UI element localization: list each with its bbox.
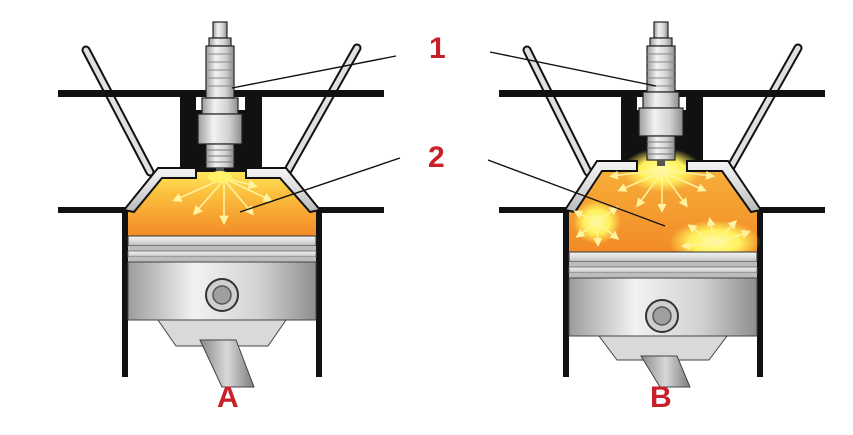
piston-icon: [568, 251, 758, 361]
flame-front-arrows: [573, 169, 751, 251]
spark-plug-icon: [197, 21, 243, 183]
cylinder-wall-left: [563, 207, 569, 377]
valve-icon: [81, 43, 362, 177]
panel-label-a: A: [217, 381, 239, 414]
connecting-rod: [640, 355, 691, 388]
cylinder-wall-left: [122, 207, 128, 377]
callout-label-1: 1: [429, 32, 446, 65]
cylinder-wall-right: [316, 207, 322, 377]
engine-a: [58, 21, 384, 388]
panel-label-b: B: [650, 381, 672, 414]
valve-icon: [522, 43, 803, 177]
piston-icon: [127, 235, 317, 347]
leader-line-1a: [231, 55, 397, 89]
cylinder-wall-right: [757, 207, 763, 377]
spark-plug-icon: [638, 21, 684, 166]
leader-lines: [231, 51, 666, 227]
callout-label-2: 2: [428, 141, 445, 174]
leader-line-1b: [489, 51, 657, 87]
combustion-chamber: [128, 172, 316, 236]
leader-line-2b: [487, 159, 666, 227]
leader-line-2a: [239, 157, 401, 213]
engine-b: [499, 21, 825, 388]
connecting-rod: [199, 339, 255, 388]
